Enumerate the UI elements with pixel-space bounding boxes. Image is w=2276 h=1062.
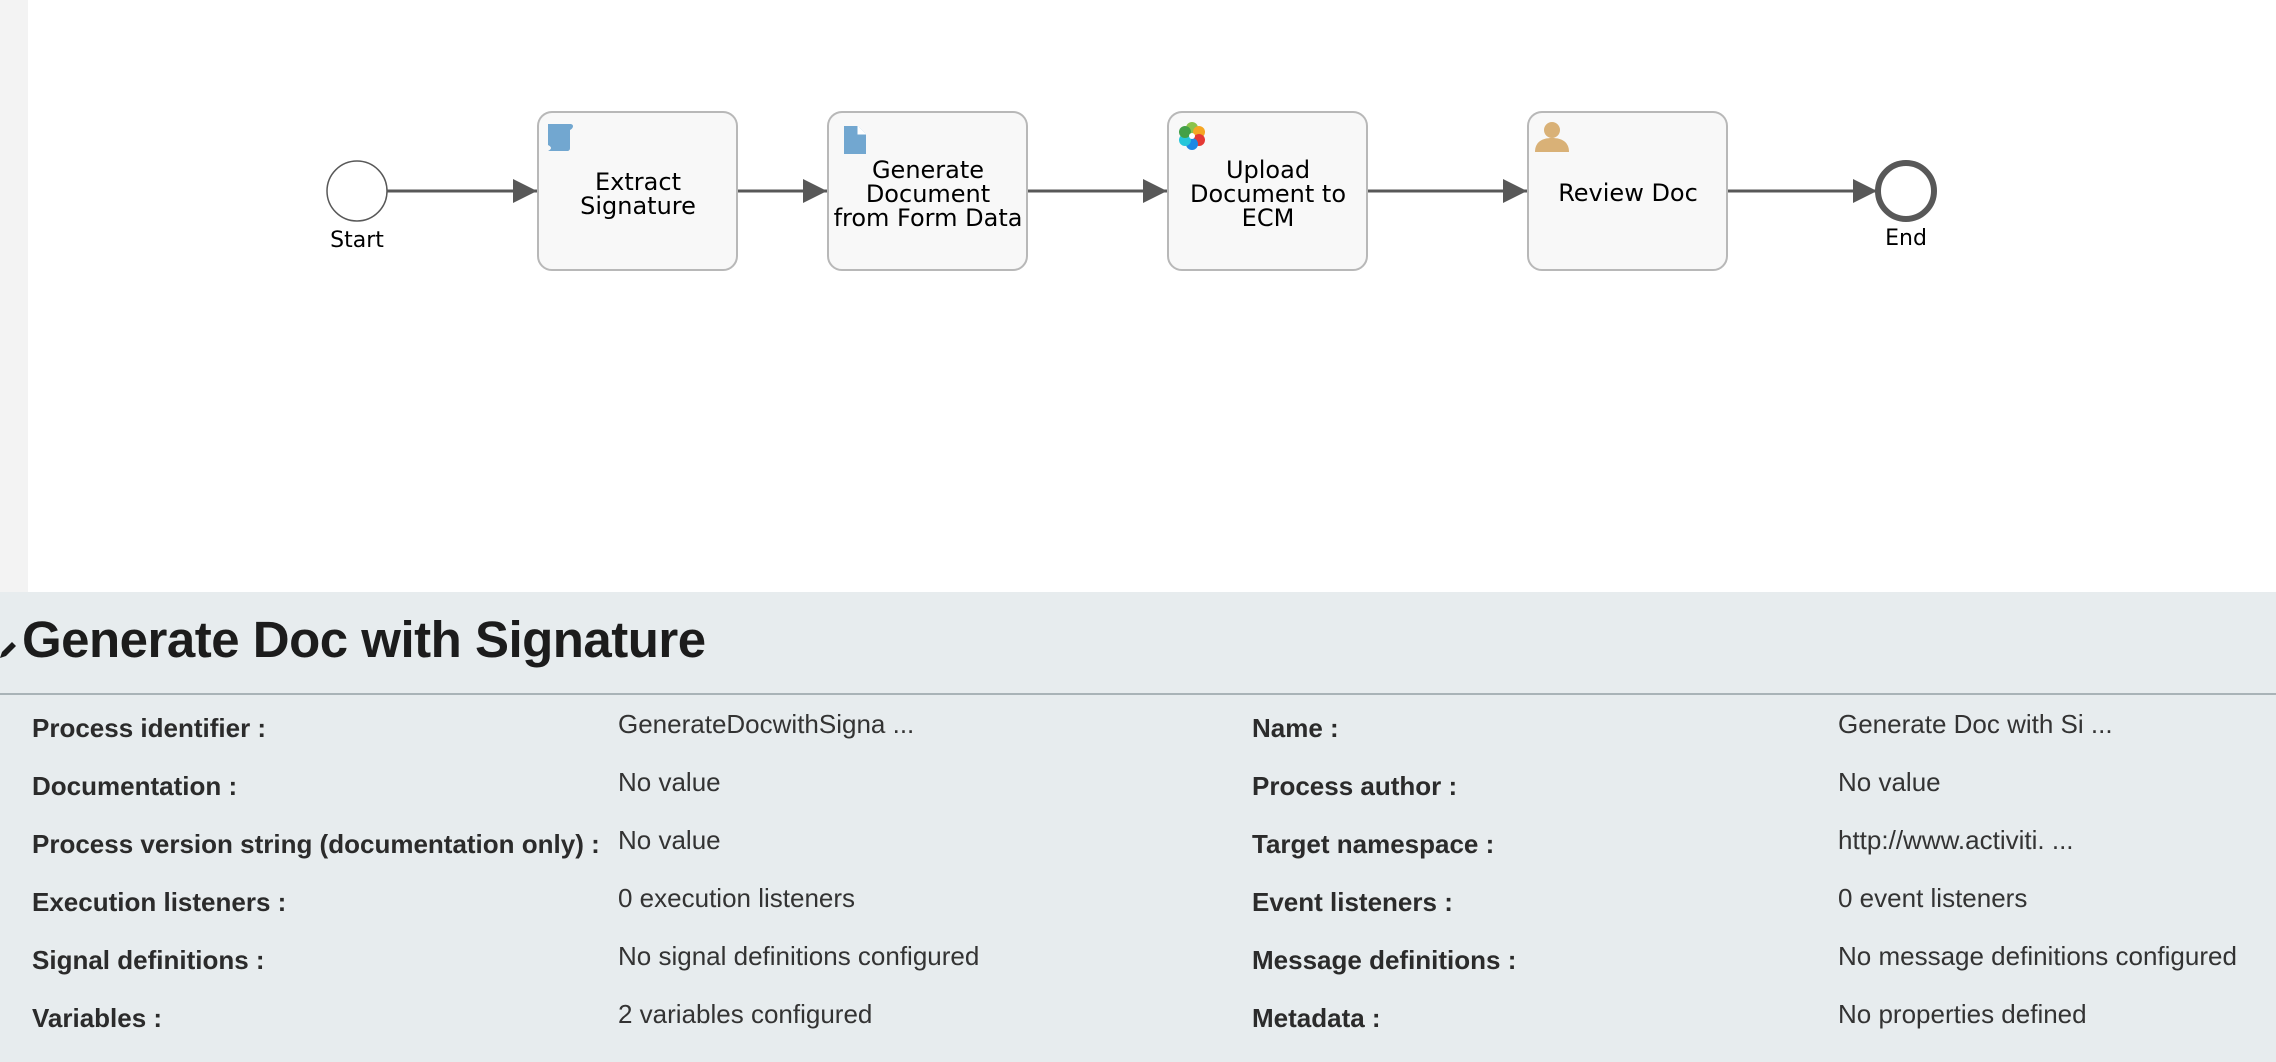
message-definitions-value[interactable]: No message definitions configured bbox=[1838, 941, 2237, 971]
start-event[interactable] bbox=[326, 160, 388, 222]
process-version-value[interactable]: No value bbox=[618, 825, 721, 855]
target-namespace-value[interactable]: http://www.activiti. ... bbox=[1838, 825, 2074, 855]
variables-value[interactable]: 2 variables configured bbox=[618, 999, 873, 1029]
property-label: Message definitions : bbox=[1252, 945, 1517, 975]
property-row: Documentation : No value Process author … bbox=[0, 753, 2276, 811]
property-label: Process identifier : bbox=[32, 713, 267, 743]
process-properties-panel: Generate Doc with Signature Process iden… bbox=[0, 592, 2276, 1062]
pencil-icon[interactable] bbox=[0, 636, 16, 660]
signal-definitions-value[interactable]: No signal definitions configured bbox=[618, 941, 980, 971]
process-canvas[interactable]: Start End Extract Signature Generate Doc… bbox=[28, 0, 2276, 592]
property-label: Metadata : bbox=[1252, 1003, 1381, 1033]
property-label: Name : bbox=[1252, 713, 1339, 743]
properties-header: Generate Doc with Signature bbox=[0, 592, 2276, 695]
task-extract-signature[interactable]: Extract Signature bbox=[537, 111, 738, 271]
start-event-label: Start bbox=[330, 228, 384, 253]
task-label-line: Signature bbox=[580, 192, 696, 220]
script-task-icon bbox=[548, 124, 573, 151]
task-label-line: ECM bbox=[1242, 204, 1295, 232]
name-value[interactable]: Generate Doc with Si ... bbox=[1838, 709, 2113, 739]
task-label-line: Extract bbox=[595, 168, 681, 196]
event-listeners-value[interactable]: 0 event listeners bbox=[1838, 883, 2028, 913]
property-row: Signal definitions : No signal definitio… bbox=[0, 927, 2276, 985]
property-label: Target namespace : bbox=[1252, 829, 1495, 859]
property-label: Event listeners : bbox=[1252, 887, 1453, 917]
user-task-icon bbox=[1535, 122, 1569, 152]
property-row: Process identifier : GenerateDocwithSign… bbox=[0, 695, 2276, 753]
process-author-value[interactable]: No value bbox=[1838, 767, 1941, 797]
property-label: Variables : bbox=[32, 1003, 163, 1033]
task-label-line: Review Doc bbox=[1558, 179, 1698, 207]
end-event[interactable] bbox=[1875, 160, 1937, 222]
end-event-label: End bbox=[1885, 226, 1927, 251]
task-label-line: Document bbox=[866, 180, 990, 208]
task-review-doc[interactable]: Review Doc bbox=[1527, 111, 1728, 271]
left-panel-edge bbox=[0, 0, 28, 592]
property-label: Documentation : bbox=[32, 771, 238, 801]
property-row: Execution listeners : 0 execution listen… bbox=[0, 869, 2276, 927]
document-task-icon bbox=[844, 126, 866, 154]
property-row: Process version string (documentation on… bbox=[0, 811, 2276, 869]
process-title: Generate Doc with Signature bbox=[22, 611, 706, 668]
process-identifier-value[interactable]: GenerateDocwithSigna ... bbox=[618, 709, 915, 739]
bpmn-diagram: Start End Extract Signature Generate Doc… bbox=[326, 111, 1937, 271]
task-label-line: from Form Data bbox=[834, 204, 1023, 232]
task-label-line: Generate bbox=[872, 156, 984, 184]
property-label: Signal definitions : bbox=[32, 945, 265, 975]
task-label-line: Document to bbox=[1190, 180, 1346, 208]
property-row: Variables : 2 variables configured Metad… bbox=[0, 985, 2276, 1043]
alfresco-task-icon bbox=[1179, 122, 1205, 150]
property-label: Process author : bbox=[1252, 771, 1458, 801]
task-generate-document[interactable]: Generate Document from Form Data bbox=[827, 111, 1028, 271]
property-label: Process version string (documentation on… bbox=[32, 829, 600, 859]
task-upload-document-ecm[interactable]: Upload Document to ECM bbox=[1167, 111, 1368, 271]
documentation-value[interactable]: No value bbox=[618, 767, 721, 797]
execution-listeners-value[interactable]: 0 execution listeners bbox=[618, 883, 856, 913]
property-label: Execution listeners : bbox=[32, 887, 287, 917]
task-label-line: Upload bbox=[1226, 156, 1310, 184]
metadata-value[interactable]: No properties defined bbox=[1838, 999, 2087, 1029]
